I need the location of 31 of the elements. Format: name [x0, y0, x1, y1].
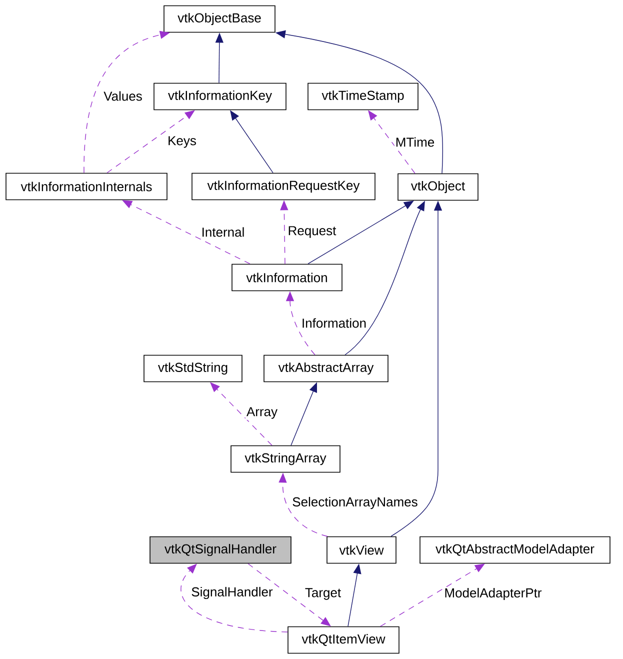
edge-label: MTime	[394, 136, 436, 148]
class-box: vtkStringArray	[230, 445, 340, 473]
class-box: vtkQtSignalHandler	[150, 536, 292, 564]
class-box: vtkStdString	[144, 354, 242, 382]
class-box: vtkInformationKey	[154, 82, 286, 110]
arrow	[308, 200, 414, 264]
class-box: vtkView	[326, 536, 396, 564]
class-box: vtkInformation	[232, 264, 342, 292]
class-box: vtkTimeStamp	[308, 82, 418, 110]
arrow	[106, 110, 195, 174]
edge-label: SelectionArrayNames	[291, 496, 419, 510]
class-box: vtkQtAbstractModelAdapter	[420, 536, 610, 564]
arrow	[210, 382, 272, 446]
edge-label: Values	[102, 90, 144, 102]
class-box: vtkQtItemView	[288, 626, 400, 654]
edge-label: Target	[304, 587, 342, 601]
arrow	[248, 563, 331, 626]
class-box: vtkInformationRequestKey	[192, 172, 376, 200]
edge-label: Information	[300, 317, 368, 329]
class-box: vtkObjectBase	[164, 5, 276, 33]
edge-label: Keys	[166, 135, 198, 149]
edge-label: SignalHandler	[190, 586, 274, 600]
edge-label: Request	[286, 225, 338, 239]
edge-label: Internal	[200, 226, 246, 238]
class-box: vtkAbstractArray	[264, 354, 388, 382]
edge-label: Array	[245, 406, 279, 420]
edge-label: ModelAdapterPtr	[443, 586, 543, 602]
arrow	[380, 564, 485, 627]
class-box: vtkObject	[398, 173, 478, 201]
arrow	[180, 564, 288, 632]
class-box: vtkInformationInternals	[6, 172, 168, 200]
